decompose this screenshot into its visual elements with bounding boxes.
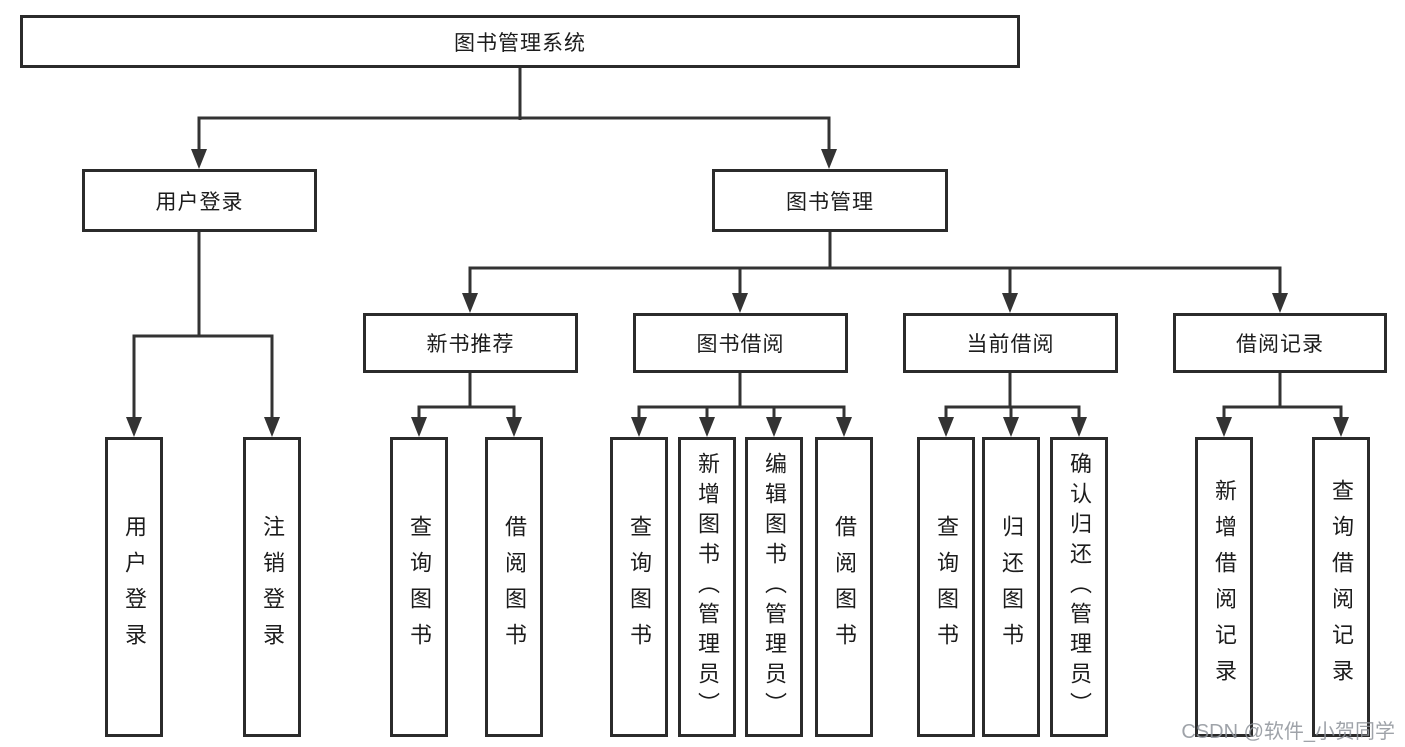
node-book-borrowing: 图书借阅: [633, 313, 848, 373]
leaf-add-borrow-record-label: 新增借阅记录: [1212, 479, 1237, 695]
leaf-borrow-books-recommend: 借阅图书: [485, 437, 543, 737]
leaf-edit-book-admin: 编辑图书（管理员）: [745, 437, 803, 737]
leaf-user-login: 用户登录: [105, 437, 163, 737]
node-book-management: 图书管理: [712, 169, 948, 232]
leaf-query-books-recommend-label: 查询图书: [407, 515, 432, 659]
node-root-label: 图书管理系统: [454, 31, 586, 55]
node-user-login: 用户登录: [82, 169, 317, 232]
leaf-logout: 注销登录: [243, 437, 301, 737]
leaf-add-book-admin-label: 新增图书（管理员）: [695, 452, 720, 722]
leaf-confirm-return-admin-label: 确认归还（管理员）: [1067, 452, 1092, 722]
leaf-add-book-admin: 新增图书（管理员）: [678, 437, 736, 737]
csdn-watermark: CSDN @软件_小贺同学: [1181, 721, 1395, 743]
node-user-login-label: 用户登录: [155, 190, 244, 214]
leaf-add-borrow-record: 新增借阅记录: [1195, 437, 1253, 737]
node-book-borrowing-label: 图书借阅: [696, 333, 785, 356]
leaf-query-borrow-record: 查询借阅记录: [1312, 437, 1370, 737]
leaf-return-book-label: 归还图书: [999, 515, 1024, 659]
leaf-edit-book-admin-label: 编辑图书（管理员）: [762, 452, 787, 722]
leaf-query-books-borrowing: 查询图书: [610, 437, 668, 737]
leaf-confirm-return-admin: 确认归还（管理员）: [1050, 437, 1108, 737]
node-new-book-recommend: 新书推荐: [363, 313, 578, 373]
leaf-return-book: 归还图书: [982, 437, 1040, 737]
leaf-borrow-books-recommend-label: 借阅图书: [502, 515, 527, 659]
leaf-logout-label: 注销登录: [260, 515, 285, 659]
node-borrowing-records-label: 借阅记录: [1236, 333, 1324, 356]
leaf-query-books-recommend: 查询图书: [390, 437, 448, 737]
node-root: 图书管理系统: [20, 15, 1020, 68]
leaf-query-books-current-label: 查询图书: [934, 515, 959, 659]
node-current-borrowing-label: 当前借阅: [966, 333, 1055, 356]
node-new-book-recommend-label: 新书推荐: [426, 333, 515, 356]
leaf-borrow-books: 借阅图书: [815, 437, 873, 737]
leaf-query-borrow-record-label: 查询借阅记录: [1329, 479, 1354, 695]
leaf-user-login-label: 用户登录: [122, 515, 147, 659]
leaf-query-books-borrowing-label: 查询图书: [627, 515, 652, 659]
leaf-query-books-current: 查询图书: [917, 437, 975, 737]
leaf-borrow-books-label: 借阅图书: [832, 515, 857, 659]
node-borrowing-records: 借阅记录: [1173, 313, 1387, 373]
node-current-borrowing: 当前借阅: [903, 313, 1118, 373]
node-book-management-label: 图书管理: [786, 190, 874, 214]
